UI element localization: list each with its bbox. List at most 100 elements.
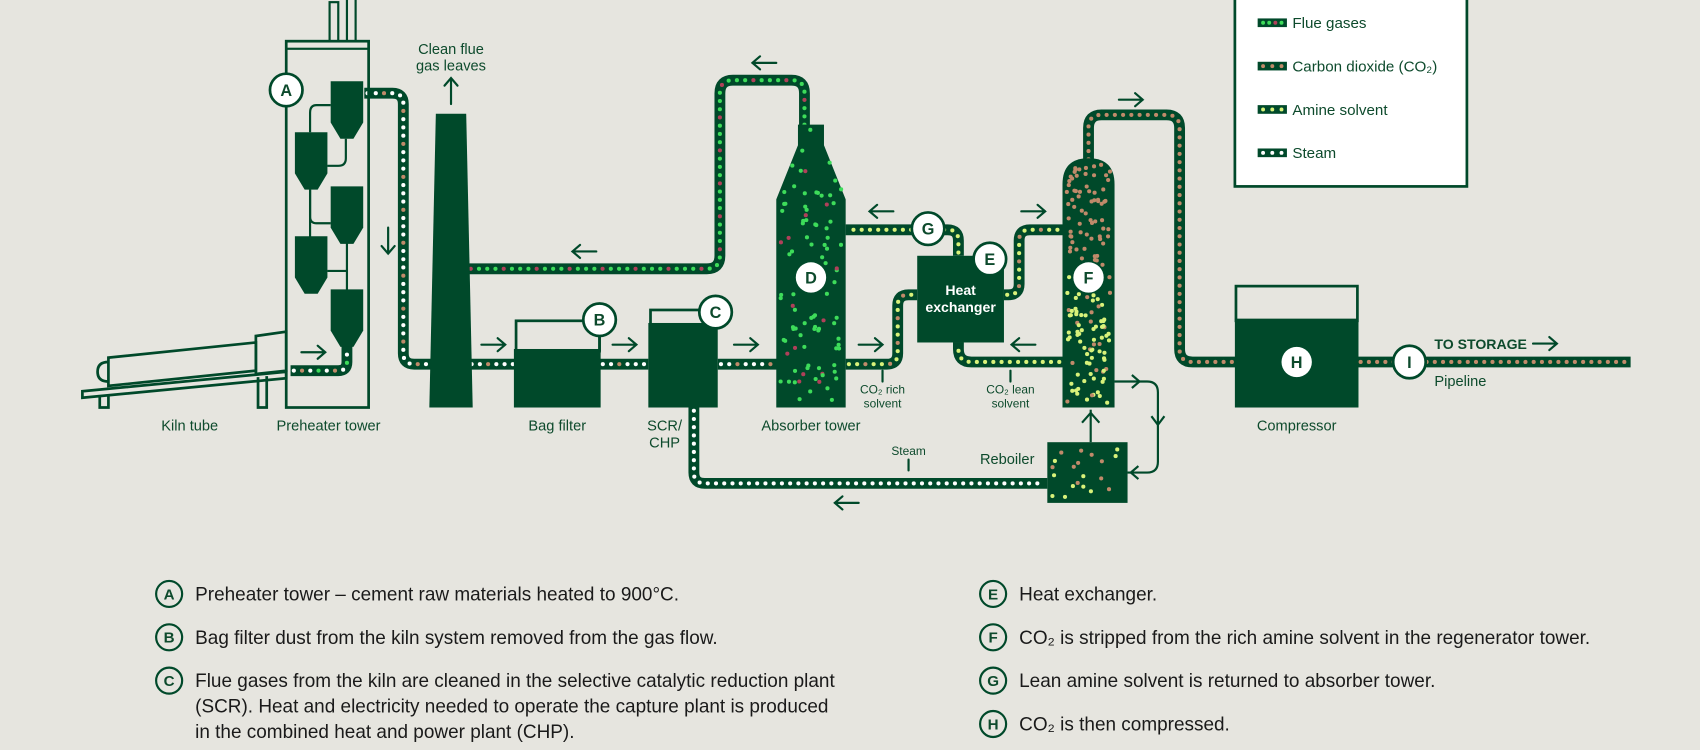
particle — [1093, 219, 1098, 224]
marker-f[interactable]: F — [1073, 262, 1104, 293]
particle — [1075, 372, 1080, 377]
svg-text:D: D — [805, 269, 817, 287]
pipe-absorber-to-stack — [468, 80, 804, 269]
pipe-dot — [401, 191, 406, 196]
marker-a[interactable]: A — [268, 72, 304, 108]
pipe-dot — [878, 481, 883, 486]
particle — [834, 376, 839, 381]
pipe-dot — [291, 368, 296, 373]
particle — [1066, 183, 1071, 188]
pipe-dot — [895, 481, 900, 486]
particle — [1091, 164, 1097, 169]
pipe-dot — [1013, 291, 1018, 296]
particle — [1067, 249, 1073, 254]
arrow-left-icon — [867, 203, 895, 219]
marker-b[interactable]: B — [581, 302, 618, 352]
particle — [1078, 339, 1083, 344]
pipe-dot — [401, 232, 406, 237]
pipe-dot — [863, 362, 868, 367]
marker-i[interactable]: I — [1391, 344, 1428, 380]
particle — [1095, 390, 1100, 395]
pipe-dot — [401, 199, 406, 204]
pipe-dot — [1177, 341, 1182, 346]
particle — [821, 318, 826, 323]
marker-c[interactable]: C — [697, 294, 734, 330]
pipe-dot — [401, 331, 406, 336]
particle — [1083, 171, 1088, 177]
pipe-dot — [1047, 227, 1052, 232]
pipe-dot — [493, 266, 498, 271]
pipe-dot — [717, 230, 722, 235]
pipe-dot — [1086, 149, 1091, 154]
label-absorber-tower: Absorber tower — [761, 418, 860, 434]
pipe-dot — [705, 481, 710, 486]
label-co2-lean-1: CO₂ lean — [986, 382, 1034, 396]
marker-e[interactable]: E — [972, 241, 1008, 277]
pipe-dot — [534, 266, 539, 271]
pipe-dot — [691, 441, 696, 446]
particle — [1074, 312, 1079, 317]
particle — [802, 191, 807, 196]
particle — [1101, 368, 1106, 373]
pipe-dot — [401, 265, 406, 270]
particle — [778, 296, 783, 301]
pipe-dot — [600, 362, 605, 367]
particle — [797, 397, 802, 402]
particle — [801, 372, 806, 377]
particle — [778, 240, 783, 245]
note-text: CO₂ is then compressed. — [1019, 714, 1230, 735]
particle — [1073, 306, 1078, 311]
pipe-dot — [1221, 359, 1226, 365]
pipe-dot — [401, 273, 406, 278]
particle — [1106, 338, 1112, 343]
pipe-dot — [551, 266, 556, 271]
particle — [1091, 342, 1097, 347]
particle — [786, 379, 792, 384]
flow-arrows — [300, 55, 1559, 511]
svg-text:B: B — [594, 312, 606, 330]
pipe-dot — [1213, 359, 1218, 365]
particle — [1083, 313, 1088, 318]
particle — [824, 246, 830, 251]
pipe-dot — [1089, 116, 1094, 121]
pipe-dot — [691, 408, 696, 413]
pipe-dot — [936, 481, 941, 486]
particle — [1076, 460, 1081, 465]
label-scr-1: SCR/ — [647, 418, 683, 434]
particle — [825, 235, 830, 240]
particle — [1070, 388, 1075, 393]
marker-g[interactable]: G — [910, 211, 946, 247]
pipe-dot — [792, 78, 797, 83]
markers: A B C D E F G H I — [268, 72, 1428, 380]
pipe-dot — [344, 352, 349, 357]
svg-text:C: C — [164, 673, 175, 690]
pipe-steam — [694, 408, 1047, 484]
bag-filter — [513, 319, 601, 408]
svg-text:H: H — [988, 716, 999, 733]
marker-d[interactable]: D — [795, 262, 827, 293]
pipe-dot — [799, 81, 804, 87]
particle — [824, 226, 829, 231]
particle — [1087, 361, 1092, 366]
particle — [1091, 173, 1097, 178]
particle — [802, 321, 807, 326]
particle — [1084, 184, 1089, 189]
arrow-right-icon — [857, 337, 885, 353]
particle — [1075, 329, 1080, 334]
pipe-dot — [717, 123, 722, 128]
particle — [1106, 177, 1111, 183]
marker-h[interactable]: H — [1281, 346, 1312, 378]
pipe-dot — [1086, 132, 1091, 137]
pipe-dot — [476, 266, 482, 271]
pipe-dot — [1229, 359, 1234, 365]
particle — [1089, 236, 1094, 241]
pipe-dot — [1016, 284, 1022, 289]
particle — [1100, 302, 1105, 307]
pipe-dot — [401, 347, 406, 352]
pipe-dot — [713, 481, 719, 486]
pipe-dot — [1032, 359, 1037, 365]
pipe-dot — [859, 227, 864, 232]
